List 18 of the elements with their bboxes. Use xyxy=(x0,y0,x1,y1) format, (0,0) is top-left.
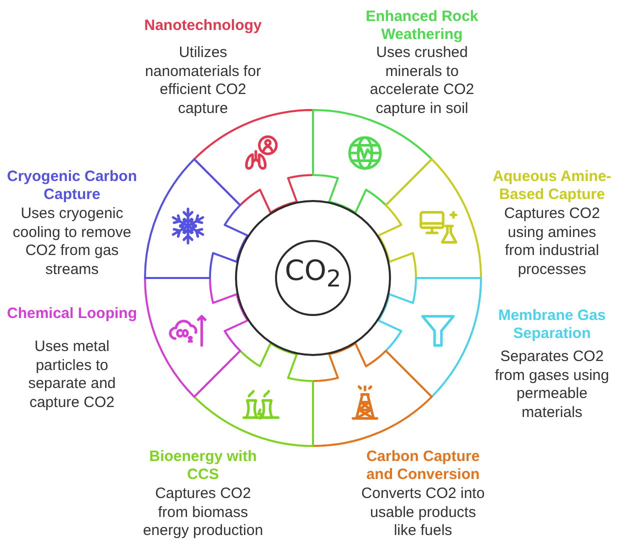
heading: Cryogenic Carbon Capture xyxy=(6,168,138,204)
heading: Carbon Capture and Conversion xyxy=(366,448,480,484)
heading: Chemical Looping xyxy=(6,305,138,323)
description: Uses cryogenic cooling to remove CO2 from gas streams xyxy=(12,205,132,279)
heading: Membrane Gas Separation xyxy=(498,307,606,343)
description: Uses crushed minerals to accelerate CO2 capture in soil xyxy=(369,44,475,118)
heading: Nanotechnology xyxy=(144,17,262,35)
description: Captures CO2 from biomass energy production xyxy=(142,485,264,540)
description: Captures CO2 using amines from industrial processes xyxy=(504,205,600,279)
description: Converts CO2 into usable products like fuels xyxy=(360,485,486,540)
description: Utilizes nanomaterials for efficient CO2 capture xyxy=(144,44,262,118)
heading: Bioenergy with CCS xyxy=(148,448,258,484)
center-circle xyxy=(235,200,391,356)
heading: Aqueous Amine-Based Capture xyxy=(492,168,612,204)
description: Uses metal particles to separate and capture CO2 xyxy=(28,338,116,412)
description: Separates CO2 from gases using permeable materials xyxy=(494,348,610,422)
heading: Enhanced Rock Weathering xyxy=(365,8,479,44)
center-label: CO$_{2}$ xyxy=(275,240,351,316)
